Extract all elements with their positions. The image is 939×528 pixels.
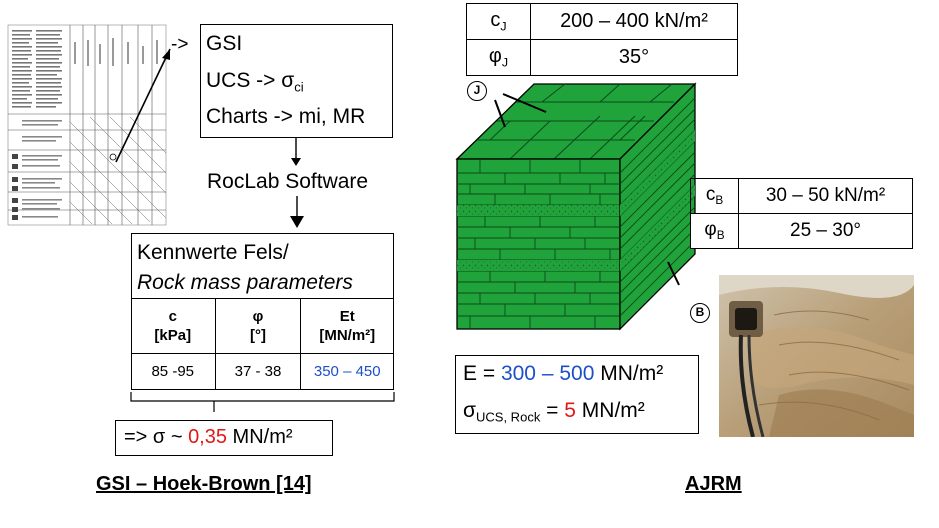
joint-params-table: cJ 200 – 400 kN/m² φJ 35°: [466, 3, 738, 76]
left-caption: GSI – Hoek-Brown [14]: [96, 473, 312, 495]
sigma-ucs-rock: σUCS, Rock = 5 MN/m²: [463, 399, 645, 425]
roclab-label: RocLab Software: [207, 170, 369, 193]
params-value-row: 85 -95 37 - 38 350 – 450: [130, 353, 394, 390]
block-front-face: [456, 158, 621, 330]
ajrm-block-diagram: [455, 82, 697, 331]
col-et-header: Et[MN/m²]: [300, 298, 394, 354]
block-side-face: [619, 82, 696, 331]
phi-bedding-symbol: φB: [690, 213, 739, 249]
charts-label: Charts -> mi, MR: [206, 105, 366, 128]
joint-marker: J: [467, 81, 487, 101]
c-bedding-symbol: cB: [690, 178, 739, 214]
value-et: 350 – 450: [300, 353, 394, 390]
value-phi: 37 - 38: [215, 353, 301, 390]
sigma-result-box: => σ ~ 0,35 MN/m²: [115, 420, 333, 456]
arrow-to-params: [290, 196, 304, 228]
sigma-result: => σ ~ 0,35 MN/m²: [124, 426, 293, 448]
col-phi-header: φ[°]: [215, 298, 301, 354]
arrow-to-roclab: [291, 138, 301, 166]
gsi-pointer-arrow: [115, 48, 171, 163]
bedding-params-table: cB 30 – 50 kN/m² φB 25 – 30°: [690, 178, 913, 249]
gsi-input-box: GSI UCS -> σci Charts -> mi, MR: [200, 24, 393, 138]
params-header-row: c[kPa] φ[°] Et[MN/m²]: [130, 298, 394, 354]
gsi-arrow-text: ->: [171, 34, 189, 55]
params-title-1: Kennwerte Fels/: [137, 241, 289, 264]
c-joint-symbol: cJ: [466, 3, 531, 40]
col-c-header: c[kPa]: [130, 298, 216, 354]
modulus-strength-box: E = 300 – 500 MN/m² σUCS, Rock = 5 MN/m²: [455, 355, 699, 434]
rock-photo: [719, 275, 914, 437]
right-caption: AJRM: [685, 473, 742, 495]
ucs-label: UCS -> σci: [206, 69, 304, 95]
phi-joint-symbol: φJ: [466, 39, 531, 76]
gsi-label: GSI: [206, 32, 243, 55]
params-title-2: Rock mass parameters: [137, 271, 353, 294]
value-c: 85 -95: [130, 353, 216, 390]
e-modulus: E = 300 – 500 MN/m²: [463, 362, 664, 385]
rock-mass-parameters-box: Kennwerte Fels/ Rock mass parameters c[k…: [130, 233, 394, 390]
c-bedding-value: 30 – 50 kN/m²: [738, 178, 913, 214]
gsi-chart-thumbnail: [7, 24, 167, 226]
c-joint-value: 200 – 400 kN/m²: [530, 3, 738, 40]
params-table: c[kPa] φ[°] Et[MN/m²] 85 -95 37 - 38 350…: [130, 298, 394, 390]
phi-bedding-value: 25 – 30°: [738, 213, 913, 249]
bedding-marker: B: [690, 303, 710, 323]
grouping-bracket: [130, 392, 395, 412]
phi-joint-value: 35°: [530, 39, 738, 76]
